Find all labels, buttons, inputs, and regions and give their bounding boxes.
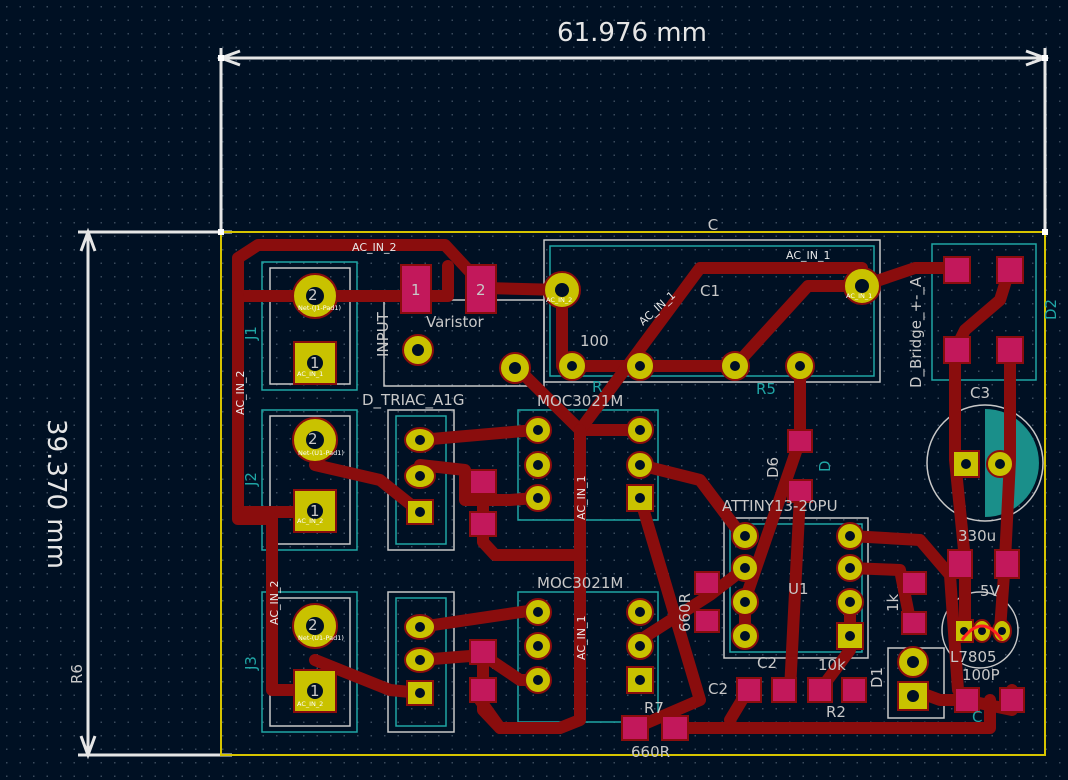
dimension-handle[interactable]: [218, 55, 224, 61]
width-dimension: [216, 48, 1050, 232]
label-d-bridge: D_Bridge_+-_A: [907, 276, 926, 388]
pad-number-j2-1: 1: [310, 502, 320, 520]
label-j1: J1: [242, 326, 260, 341]
label-r5: R5: [756, 380, 776, 398]
pad-net-j2: AC_IN_2: [297, 517, 323, 525]
tht-pads[interactable]: [292, 267, 1014, 713]
label-input: INPUT: [374, 311, 392, 357]
label-varistor: Varistor: [426, 313, 484, 331]
pad-number-j1-1: 1: [310, 354, 320, 372]
net-label-ac-in-1: AC_IN_1: [786, 249, 830, 262]
pad-number-var-2: 2: [476, 281, 486, 299]
label-moc1: MOC3021M: [537, 392, 623, 410]
label-val-100: 100: [580, 332, 609, 350]
label-5v: 5V: [980, 582, 1001, 600]
net-label-ac-in-1-moc2: AC_IN_1: [575, 616, 588, 660]
pad-number-j2-2: 2: [308, 430, 318, 448]
pad-net-c1: AC_IN_1: [846, 292, 872, 300]
pad-net-j1-top: Net-(J1-Pad1): [298, 304, 341, 312]
pad-number-j3-1: 1: [310, 682, 320, 700]
label-r2: R2: [826, 703, 846, 721]
label-c1: C1: [700, 282, 720, 300]
label-1k: 1k: [884, 593, 902, 612]
label-d6: D6: [764, 457, 782, 478]
label-u1: U1: [788, 580, 809, 598]
pad-net-j3-top: Net-(U1-Pad1): [298, 634, 344, 642]
label-moc2: MOC3021M: [537, 574, 623, 592]
label-c-small: C: [972, 708, 982, 726]
pad-net-j3: AC_IN_2: [297, 700, 323, 708]
board-top-label: C: [708, 216, 718, 234]
label-r-small: R: [592, 378, 602, 396]
pad-number-j1-2: 2: [308, 286, 318, 304]
pad-net-j2-top: Net-(U1-Pad1): [298, 449, 344, 457]
width-dimension-label: 61.976 mm: [557, 18, 707, 48]
label-100p: 100P: [962, 666, 1000, 684]
pad-number-j3-2: 2: [308, 616, 318, 634]
pad-net-j1: AC_IN_1: [297, 370, 323, 378]
label-d1: D1: [868, 667, 886, 688]
footprint-outlines: [261, 239, 1044, 733]
net-label-ac-in-2-j3: AC_IN_2: [268, 581, 281, 625]
label-330u: 330u: [958, 527, 996, 545]
dimension-handle[interactable]: [218, 229, 224, 235]
net-label-ac-in-1-moc1: AC_IN_1: [575, 476, 588, 520]
label-660r-vertical: 660R: [676, 593, 694, 632]
dimension-handle[interactable]: [1042, 55, 1048, 61]
label-d2: D2: [1042, 299, 1060, 320]
pad-net-varistor: AC_IN_2: [546, 296, 572, 304]
board-edge-outline: [220, 231, 1046, 756]
label-attiny: ATTINY13-20PU: [722, 497, 838, 515]
pad-number-var-1: 1: [411, 281, 421, 299]
net-label-ac-in-2-left: AC_IN_2: [234, 371, 247, 415]
height-dimension-label: 39.370 mm: [41, 419, 71, 569]
label-j2: J2: [242, 472, 260, 487]
label-10k: 10k: [818, 656, 846, 674]
highlight-arc: [960, 624, 1004, 641]
label-660r-bottom: 660R: [631, 743, 670, 761]
label-r6-tiny: R6: [68, 664, 86, 684]
label-c2-upper: C2: [757, 654, 777, 672]
label-l7805: L7805: [950, 648, 997, 666]
label-d-triac: D_TRIAC_A1G: [362, 391, 464, 410]
copper-tracks: [232, 239, 1018, 734]
smd-pads[interactable]: [400, 256, 1025, 741]
height-dimension: [78, 227, 232, 760]
label-c3: C3: [970, 384, 990, 402]
net-label-ac-in-2: AC_IN_2: [352, 241, 396, 254]
label-d-small: D: [816, 460, 834, 472]
label-r7: R7: [644, 699, 664, 717]
dimension-handle[interactable]: [1042, 229, 1048, 235]
label-c2-lower: C2: [708, 680, 728, 698]
label-j3: J3: [242, 656, 260, 671]
